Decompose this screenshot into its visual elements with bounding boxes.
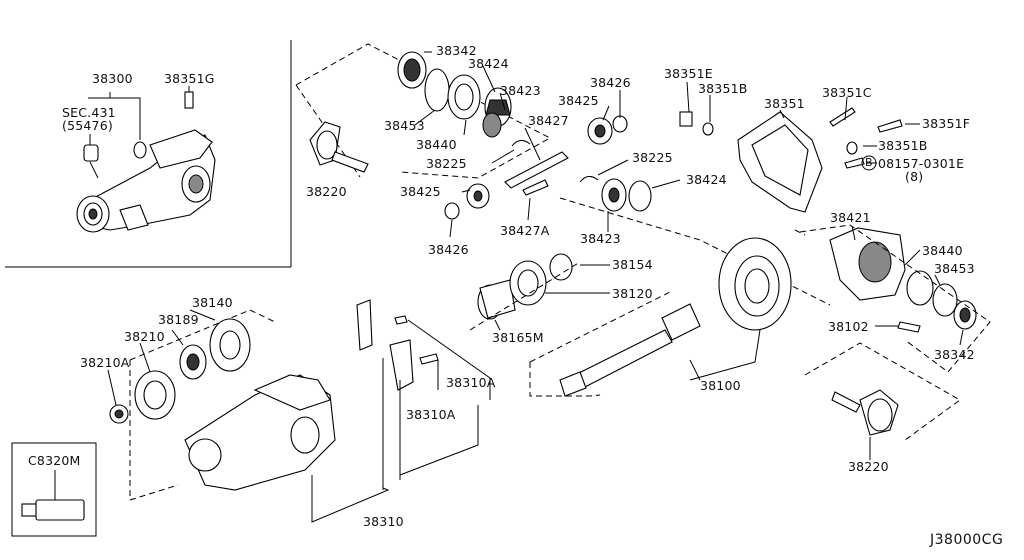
shim-38154 [549, 253, 573, 281]
part-label-38351b-mid: 38351B [878, 138, 928, 153]
pinion-mate-38425-bot [466, 183, 490, 209]
part-label-38426-top: 38426 [590, 75, 631, 90]
part-label-38440-top: 38440 [416, 137, 457, 152]
thrust-washer-38424-mid [628, 180, 652, 212]
part-label-38140: 38140 [192, 295, 233, 310]
section-sub-label: (55476) [62, 118, 113, 133]
part-label-38351b-top: 38351B [698, 81, 748, 96]
part-label-38310a-b: 38310A [406, 407, 456, 422]
shim-38453-top [424, 68, 450, 112]
bearing-38440-top [447, 74, 481, 120]
part-label-38423-mid: 38423 [580, 231, 621, 246]
part-label-38220-left: 38220 [306, 184, 347, 199]
section-label-sec431: SEC.431 [62, 105, 116, 120]
part-label-38102: 38102 [828, 319, 869, 334]
differential-assembly-illustration [76, 86, 216, 233]
side-gear-38423-mid [601, 178, 627, 212]
part-label-38342-top: 38342 [436, 43, 477, 58]
part-label-38351e: 38351E [664, 66, 713, 81]
leader-lines [54, 51, 964, 500]
washer-38225-b [579, 176, 599, 183]
pinion-shaft-38427 [504, 151, 569, 196]
part-label-38424-top: 38424 [468, 56, 509, 71]
thrust-washer-38426-top [612, 115, 628, 133]
part-label-38189: 38189 [158, 312, 199, 327]
part-label-38154: 38154 [612, 257, 653, 272]
side-gear-38424-top [484, 87, 512, 127]
part-label-38225-b: 38225 [632, 150, 673, 165]
part-label-38440-right: 38440 [922, 243, 963, 258]
oil-seal-38189 [179, 344, 207, 380]
companion-flange-38220-left [309, 121, 369, 173]
washer-38225-a [511, 140, 531, 147]
pinion-mate-38425-top [587, 117, 613, 145]
part-label-38300: 38300 [92, 71, 133, 86]
differential-case-38421 [799, 224, 991, 373]
part-label-38310a-a: 38310A [446, 375, 496, 390]
part-label-38423-top: 38423 [500, 83, 541, 98]
pinion-bearing-38140 [209, 318, 251, 372]
part-label-38220-right: 38220 [848, 459, 889, 474]
part-label-38210a: 38210A [80, 355, 130, 370]
drive-pinion-38100 [559, 303, 701, 397]
part-label-38426-bot: 38426 [428, 242, 469, 257]
part-label-38425-bot: 38425 [400, 184, 441, 199]
part-label-38351g: 38351G [164, 71, 215, 86]
part-label-38425-top: 38425 [558, 93, 599, 108]
part-label-38424-mid: 38424 [686, 172, 727, 187]
brackets-38310 [311, 299, 491, 523]
companion-flange-38220-right [804, 342, 961, 441]
differential-carrier-38310 [129, 309, 336, 501]
tool-label-c8320m: C8320M [28, 453, 81, 468]
part-label-bolt: 08157-0301E [878, 156, 965, 171]
pinion-dashed-guide [529, 362, 601, 397]
part-label-38351: 38351 [764, 96, 805, 111]
part-label-bolt-qty: (8) [905, 169, 924, 184]
part-label-38453-right: 38453 [934, 261, 975, 276]
part-label-38351c: 38351C [822, 85, 872, 100]
ring-gear-38100 [718, 237, 792, 331]
assembly-inset-box [5, 40, 292, 268]
part-label-38453-top: 38453 [384, 118, 425, 133]
part-label-38225-a: 38225 [426, 156, 467, 171]
bearing-38120 [509, 260, 547, 306]
thrust-washer-38426-bot [444, 202, 460, 220]
pinion-mate-gear-38423-top [482, 112, 502, 138]
part-label-38427a: 38427A [500, 223, 550, 238]
bearing-38342-top [397, 51, 427, 89]
part-label-38310: 38310 [363, 514, 404, 529]
part-label-38165m: 38165M [492, 330, 544, 345]
bolt-symbol-label: B [865, 156, 873, 169]
rear-cover-38351 [679, 107, 903, 213]
bolt-symbol-circle [861, 155, 877, 171]
nut-38210A [109, 404, 129, 424]
diagram-code: J38000CG [930, 532, 1004, 548]
part-label-38210: 38210 [124, 329, 165, 344]
flange-38210 [134, 370, 176, 420]
part-label-38342-right: 38342 [934, 347, 975, 362]
tool-inset-box [11, 442, 97, 537]
part-label-38100: 38100 [700, 378, 741, 393]
part-label-38120: 38120 [612, 286, 653, 301]
tool-c8320m [21, 499, 85, 521]
part-label-38351f: 38351F [922, 116, 971, 131]
part-label-38421: 38421 [830, 210, 871, 225]
collapsible-spacer-38165M [477, 279, 516, 320]
part-label-38427: 38427 [528, 113, 569, 128]
